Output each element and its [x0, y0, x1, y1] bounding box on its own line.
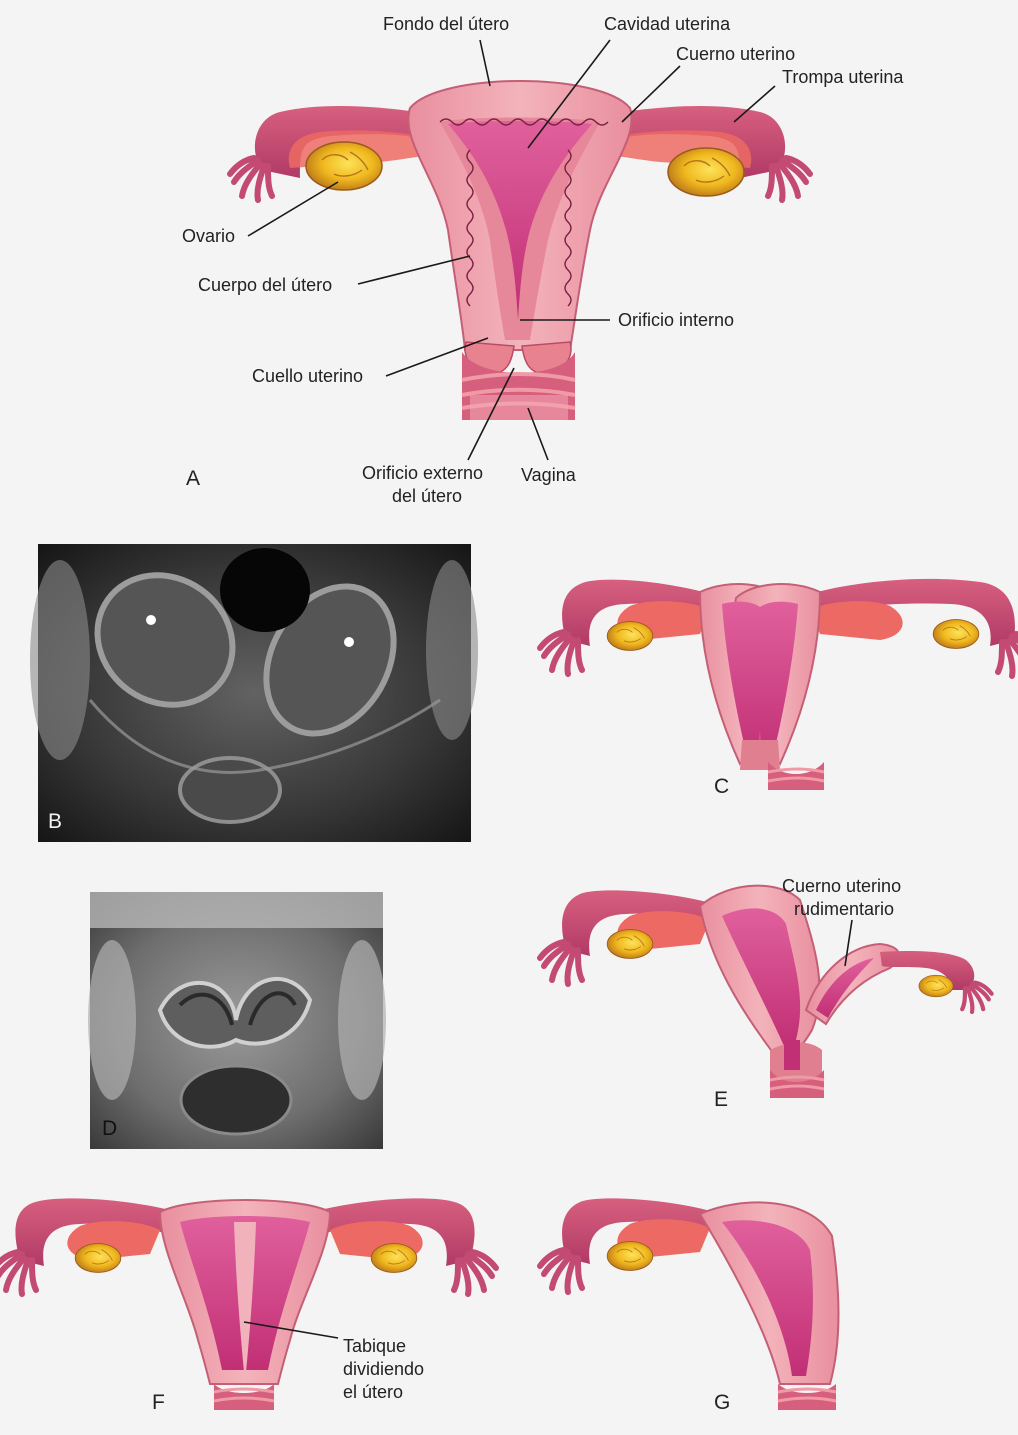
label-rudimentary-horn-2: rudimentario [794, 899, 894, 919]
label-uterine-cavity: Cavidad uterina [604, 14, 731, 34]
label-external-os-2: del útero [392, 486, 462, 506]
panel-e-rudimentary-horn-uterus: Cuerno uterino rudimentario E [540, 876, 992, 1111]
panel-f-septate-uterus: Tabique dividiendo el útero F [0, 1198, 496, 1414]
panel-b-mri-image: B [30, 544, 478, 842]
panel-a-normal-uterus: Fondo del útero Cavidad uterina Cuerno u… [182, 14, 904, 506]
left-ovary [306, 142, 382, 190]
label-internal-os: Orificio interno [618, 310, 734, 330]
panel-c-bicornuate-uterus: C [540, 579, 1018, 798]
panel-letter-b: B [48, 810, 62, 833]
label-uterine-tube: Trompa uterina [782, 67, 904, 87]
panel-g-unicornuate-uterus: G [540, 1198, 839, 1414]
panel-letter-g: G [714, 1391, 730, 1414]
label-septum-2: dividiendo [343, 1359, 424, 1379]
label-cervix: Cuello uterino [252, 366, 363, 386]
label-ovary: Ovario [182, 226, 235, 246]
label-septum-3: el útero [343, 1382, 403, 1402]
label-uterus-body: Cuerpo del útero [198, 275, 332, 295]
panel-letter-d: D [102, 1117, 117, 1140]
panel-letter-e: E [714, 1088, 728, 1111]
right-ovary [668, 148, 744, 196]
label-uterine-horn: Cuerno uterino [676, 44, 795, 64]
panel-letter-c: C [714, 775, 729, 798]
label-septum-1: Tabique [343, 1336, 406, 1356]
label-rudimentary-horn-1: Cuerno uterino [782, 876, 901, 896]
panel-letter-a: A [186, 467, 200, 490]
panel-letter-f: F [152, 1391, 165, 1414]
label-vagina: Vagina [521, 465, 577, 485]
panel-d-mri-image: D [88, 892, 386, 1149]
label-external-os-1: Orificio externo [362, 463, 483, 483]
label-fundus: Fondo del útero [383, 14, 509, 34]
